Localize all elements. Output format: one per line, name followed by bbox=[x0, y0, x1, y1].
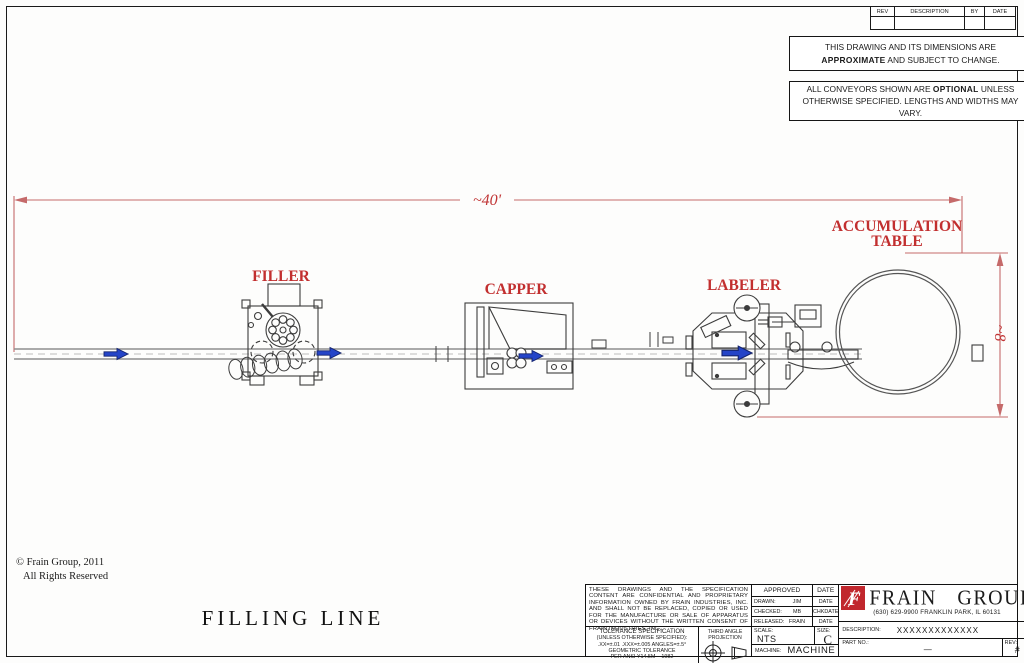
title-block-left: THESE DRAWINGS AND THE SPECIFICATION CON… bbox=[586, 585, 752, 663]
tolerance-line: (UNLESS OTHERWISE SPECIFIED): bbox=[596, 635, 688, 642]
part-number-value: — bbox=[923, 645, 932, 654]
revision-row-empty bbox=[871, 17, 895, 29]
flow-arrow-icon bbox=[103, 347, 130, 361]
scale-value: NTS bbox=[757, 634, 777, 644]
approval-row-drawn: DRAWN: JIM DATE bbox=[752, 597, 839, 607]
revision-header-date: DATE bbox=[985, 7, 1015, 17]
row-value: FRAIN bbox=[788, 618, 806, 625]
part-number-cell: PART NO.: — bbox=[839, 639, 1003, 656]
note-text: ALL CONVEYORS SHOWN ARE bbox=[806, 83, 933, 94]
note-text: THIS DRAWING AND ITS DIMENSIONS ARE bbox=[825, 42, 996, 53]
approval-row-checked: CHECKED: MB CHKDATE bbox=[752, 607, 839, 617]
frain-group-logo-icon: F bbox=[841, 586, 866, 610]
conveyor bbox=[14, 348, 862, 360]
flow-arrow-icon bbox=[316, 346, 343, 360]
description-label: DESCRIPTION: bbox=[842, 627, 881, 633]
labeler-label: LABELER bbox=[707, 277, 782, 294]
title-block: THESE DRAWINGS AND THE SPECIFICATION CON… bbox=[585, 584, 1024, 663]
size-value: C bbox=[823, 632, 833, 647]
note-text: AND SUBJECT TO CHANGE. bbox=[885, 54, 1000, 65]
note-bold-text: OPTIONAL bbox=[932, 83, 979, 94]
row-value: MB bbox=[792, 608, 802, 615]
third-angle-projection: THIRD ANGLE PROJECTION bbox=[699, 627, 751, 663]
copyright-line2: All Rights Reserved bbox=[23, 570, 109, 582]
part-number-label: PART NO.: bbox=[842, 640, 869, 646]
copyright-line1: © Frain Group, 2011 bbox=[16, 557, 105, 568]
third-angle-projection-icon bbox=[701, 641, 747, 663]
brand-name: FRAIN GROUP bbox=[869, 585, 1024, 610]
rev-value: # bbox=[1014, 645, 1020, 655]
revision-row-empty bbox=[895, 17, 965, 29]
flow-arrow-icon bbox=[721, 345, 754, 361]
note-approximate: THIS DRAWING AND ITS DIMENSIONS ARE APPR… bbox=[789, 36, 1024, 71]
brand-contact: (630) 629-9900 FRANKLIN PARK, IL 60131 bbox=[873, 609, 1001, 616]
length-dimension bbox=[13, 196, 1008, 418]
row-date: DATE bbox=[812, 597, 838, 606]
date-header: DATE bbox=[817, 587, 835, 594]
timing-screw bbox=[228, 348, 303, 380]
row-date: DATE bbox=[812, 617, 838, 626]
description-cell: DESCRIPTION: XXXXXXXXXXXXX bbox=[839, 622, 1024, 639]
revision-header-by: BY bbox=[965, 7, 985, 17]
tolerance-specification: TOLERANCE SPECIFICATION (UNLESS OTHERWIS… bbox=[586, 627, 699, 663]
accumulation-table-label-line2: TABLE bbox=[871, 233, 922, 250]
row-label: DRAWN: bbox=[754, 598, 776, 605]
row-label: RELEASED: bbox=[754, 618, 785, 625]
tolerance-line: .XX=±.01 .XXX=±.005 ANGLES=±.5° bbox=[597, 641, 687, 648]
rev-cell: REV: # bbox=[1003, 639, 1024, 656]
tolerance-line: TOLERANCE SPECIFICATION bbox=[599, 628, 685, 635]
machine-value: MACHINE bbox=[787, 645, 836, 656]
conveyor-transfers bbox=[435, 332, 674, 362]
filler-machine bbox=[241, 283, 323, 386]
size-label: SIZE: bbox=[817, 628, 831, 634]
machine-label: MACHINE: bbox=[755, 647, 782, 654]
row-date: CHKDATE bbox=[812, 607, 839, 616]
width-dimension-label: ~8 bbox=[991, 325, 1008, 342]
svg-text:F: F bbox=[847, 589, 861, 610]
revision-header-rev: REV bbox=[871, 7, 895, 17]
row-label: CHECKED: bbox=[754, 608, 782, 615]
machine-cell: MACHINE: MACHINE bbox=[752, 645, 838, 656]
legal-notice: THESE DRAWINGS AND THE SPECIFICATION CON… bbox=[586, 585, 751, 632]
tolerance-line: PER ANSI Y14.5M – 1982 bbox=[610, 654, 674, 661]
filler-label: FILLER bbox=[252, 268, 311, 285]
scale-cell: SCALE: NTS bbox=[752, 627, 815, 644]
length-dimension-label: ~40' bbox=[473, 192, 502, 209]
revision-header-description: DESCRIPTION bbox=[895, 7, 965, 17]
accumulation-table bbox=[835, 269, 961, 395]
brand-block: F FRAIN GROUP (630) 629-9900 FRANKLIN PA… bbox=[839, 585, 1024, 656]
labeler-machine bbox=[685, 294, 984, 418]
flow-arrows bbox=[103, 345, 754, 363]
rev-label: REV: bbox=[1004, 640, 1018, 646]
sheet-title: FILLING LINE bbox=[201, 606, 385, 630]
approved-header: APPROVED bbox=[752, 585, 813, 596]
revision-table: REV DESCRIPTION BY DATE bbox=[870, 7, 1016, 30]
note-bold-text: APPROXIMATE bbox=[821, 54, 886, 65]
flow-arrow-icon bbox=[518, 349, 545, 363]
tolerance-line: GEOMETRIC TOLERANCE bbox=[608, 647, 676, 654]
accumulation-table-label-line1: ACCUMULATION bbox=[832, 218, 963, 235]
revision-row-empty bbox=[985, 17, 1015, 29]
capper-label: CAPPER bbox=[485, 281, 549, 298]
note-text: UNLESS OTHERWISE SPECIFIED. LENGTHS AND … bbox=[802, 83, 1019, 119]
capper-machine bbox=[464, 302, 574, 390]
scale-label: SCALE: bbox=[754, 628, 774, 634]
projection-label: THIRD ANGLE PROJECTION bbox=[707, 629, 743, 641]
row-value: JIM bbox=[792, 598, 802, 605]
copyright-notice: © Frain Group, 2011 All Rights Reserved bbox=[16, 556, 108, 583]
note-conveyors-optional: ALL CONVEYORS SHOWN ARE OPTIONAL UNLESS … bbox=[789, 81, 1024, 121]
description-value: XXXXXXXXXXXXX bbox=[896, 625, 980, 635]
approval-block: APPROVED DATE DRAWN: JIM DATE CHECKED: M… bbox=[752, 585, 840, 656]
size-cell: SIZE: C bbox=[815, 627, 838, 647]
revision-row-empty bbox=[965, 17, 985, 29]
approval-row-released: RELEASED: FRAIN DATE bbox=[752, 617, 839, 627]
